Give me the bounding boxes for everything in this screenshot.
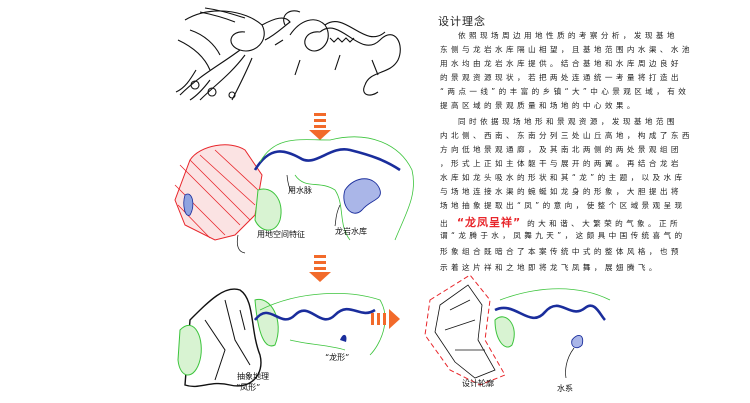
right-arrow <box>371 309 400 329</box>
design-outline-sketch <box>424 274 611 386</box>
text-line: 用水均由龙岩水库提供。结合基地和水库周边良好 <box>440 59 682 68</box>
text-line: 东侧与龙岩水库隔山相望，且基地范围内水渠、水池 <box>440 45 693 54</box>
label-water-channel: 用水脉 <box>288 186 312 195</box>
label-reservoir: 龙岩水库 <box>335 227 367 236</box>
label-water-system: 水系 <box>557 384 573 393</box>
label-phoenix-shape: “凤形” <box>236 383 261 392</box>
text-line: 的景观资源现状，若把两处连通统一考量将打造出 <box>440 73 682 82</box>
label-phoenix-abstract: 抽象地理 <box>237 372 269 381</box>
text-line: 谓“龙腾于水，凤舞九天”，这颇具中国传统喜气的 <box>440 231 686 240</box>
text-line: 示着这片祥和之地即将龙飞凤舞，展翅腾飞。 <box>440 263 660 272</box>
highlight-phrase: “龙凤呈祥” <box>456 216 522 229</box>
down-arrow-1 <box>309 113 331 140</box>
text-line: 同时依据现场地形和景观资源，发现基地范围 <box>458 117 678 126</box>
label-design-outline: 设计轮廓 <box>462 379 494 388</box>
label-site-feature: 用地空间特征 <box>257 230 305 239</box>
text-line: 场地抽象提取出“凤”的意向，使整个区域景观呈现 <box>440 201 686 210</box>
concept-heading: 设计理念 <box>438 15 486 28</box>
text-line: 内北侧、西南、东南分列三处山丘高地，构成了东西 <box>440 131 693 140</box>
text-line: 方向低地景观通廊，及其南北两侧的两处景观组团 <box>440 145 682 154</box>
highlight-line: 出 “龙凤呈祥” 的大和谐、大繁荣的气象。正所 <box>440 214 681 230</box>
text-fragment: 的大和谐、大繁荣的气象。正所 <box>527 219 682 228</box>
text-line: 与场地连接水渠的蜿蜒如龙身的形象，大胆提出将 <box>440 187 682 196</box>
down-arrow-2 <box>309 255 331 282</box>
text-line: “两点一线”的丰富的乡镇“大”中心景观区域，有效 <box>440 87 690 96</box>
text-line: ，形式上正如主体躯干与展开的两翼。再结合龙岩 <box>440 159 682 168</box>
text-line: 形象组合既暗合了本案传统中式的整体风格，也预 <box>440 247 682 256</box>
label-dragon-shape: “龙形” <box>325 353 350 362</box>
text-fragment: 出 <box>440 219 451 228</box>
text-line: 依照现场周边用地性质的考察分析，发现基地 <box>458 31 678 40</box>
phoenix-drawing <box>175 7 291 101</box>
text-line: 提高区域的景观质量和场地的中心效果。 <box>440 101 638 110</box>
site-analysis-sketch <box>174 136 414 254</box>
dragon-drawing <box>274 10 401 96</box>
text-line: 水库如龙头吸水的形状和其“龙”的主题，以及水库 <box>440 173 686 182</box>
phoenix-dragon-illustration <box>175 7 401 101</box>
phoenix-dragon-form-sketch <box>177 288 386 388</box>
